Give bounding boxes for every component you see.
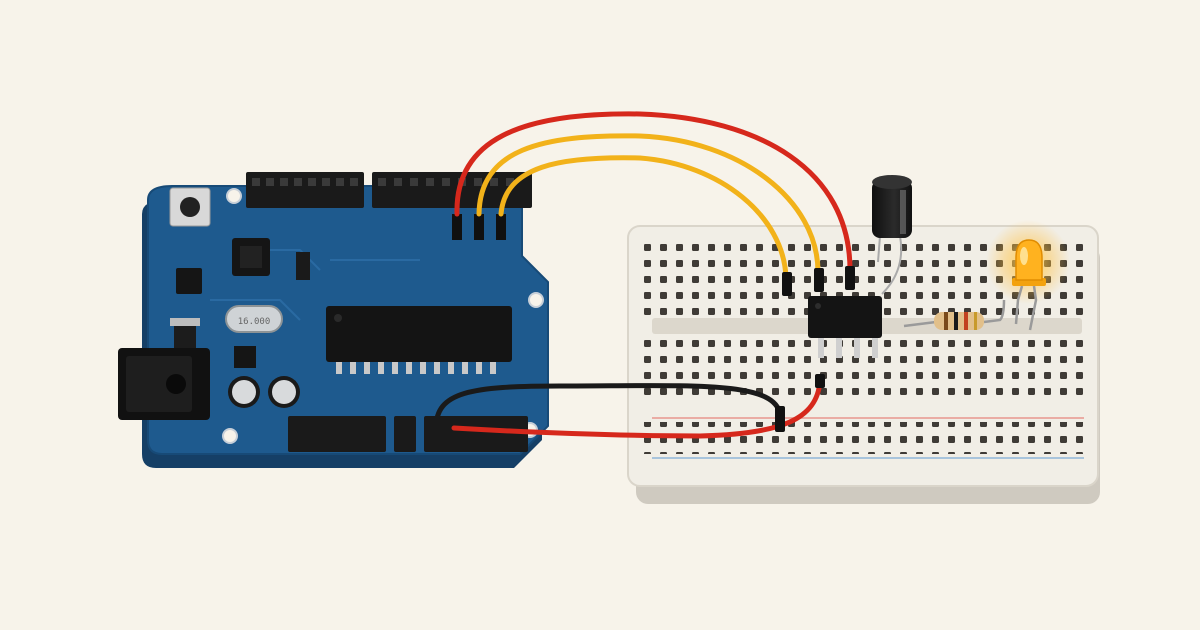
electrolytic-cap-2 <box>268 376 300 408</box>
regulator <box>170 318 200 348</box>
smd-chip <box>176 268 202 294</box>
electrolytic-capacitor <box>872 175 912 295</box>
resistor <box>903 299 1006 330</box>
header-pins <box>452 214 506 240</box>
usb-chip <box>232 238 270 276</box>
microcontroller-chip <box>326 306 512 374</box>
dc-barrel-jack <box>118 348 210 420</box>
yellow-led <box>986 220 1070 331</box>
crystal-oscillator: 16.000 <box>225 305 283 333</box>
electrolytic-cap-1 <box>228 376 260 408</box>
jumper-wires <box>433 111 853 439</box>
bottom-header-left <box>288 416 416 452</box>
crystal-marking: 16.000 <box>238 317 271 327</box>
top-header-right <box>372 172 532 208</box>
dip-8-chip <box>808 296 882 358</box>
reset-button <box>169 187 211 227</box>
smd-component <box>234 252 310 368</box>
top-header-left <box>246 172 364 208</box>
wire-ends <box>775 266 855 432</box>
bottom-header-right <box>424 416 528 452</box>
